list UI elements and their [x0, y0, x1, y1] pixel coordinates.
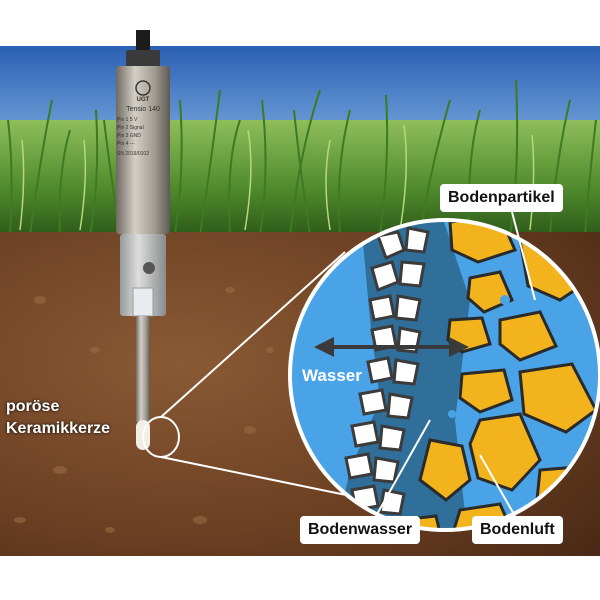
label-soil-water: Bodenwasser — [300, 516, 421, 544]
grass-highlights — [19, 124, 535, 231]
label-porous-ceramic-cup: poröse Keramikkerze — [6, 396, 110, 440]
sensor-clear-body — [120, 234, 166, 316]
sensor-logo-text: UGT — [136, 97, 150, 103]
sensor-shaft — [136, 316, 150, 422]
sensor-label-text: UGT Tensio 140 Pin 1 5 V Pin 2 Signal Pi… — [117, 96, 169, 158]
white-top-band — [0, 0, 600, 46]
pointer-bodenluft — [479, 454, 516, 517]
label-porous-line2: Keramikkerze — [6, 420, 111, 437]
pointer-bodenwasser — [375, 419, 431, 517]
sensor-serial: SN 2019/0102 — [117, 151, 149, 157]
soil-pebbles — [14, 287, 274, 533]
white-bottom-band — [0, 556, 600, 600]
tensiometer-sensor — [116, 30, 180, 458]
sensor-connector — [126, 50, 160, 68]
sensor-housing — [116, 66, 170, 234]
label-porous-line1: poröse — [6, 398, 60, 415]
sensor-pin-4: Pin 4 --- — [117, 141, 135, 147]
ugt-logo-icon — [135, 80, 151, 96]
soil-air-pockets — [448, 295, 545, 504]
sensor-pin-2: Pin 2 Signal — [117, 125, 144, 131]
sensor-pin-3: Pin 3 GND — [117, 133, 141, 139]
label-water: Wasser — [302, 366, 362, 385]
sensor-screw — [143, 262, 155, 274]
label-soil-particle: Bodenpartikel — [440, 184, 563, 212]
magnified-circle-border — [288, 218, 600, 532]
label-soil-air: Bodenluft — [472, 516, 563, 544]
zoom-line-top — [160, 251, 346, 418]
grass-blades — [7, 79, 597, 236]
grass — [0, 120, 600, 235]
sensor-model: Tensio 140 — [126, 106, 160, 113]
sensor-inner-tube — [132, 287, 154, 317]
pointer-bodenpartikel — [511, 211, 536, 301]
sensor-pin-1: Pin 1 5 V — [117, 117, 138, 123]
